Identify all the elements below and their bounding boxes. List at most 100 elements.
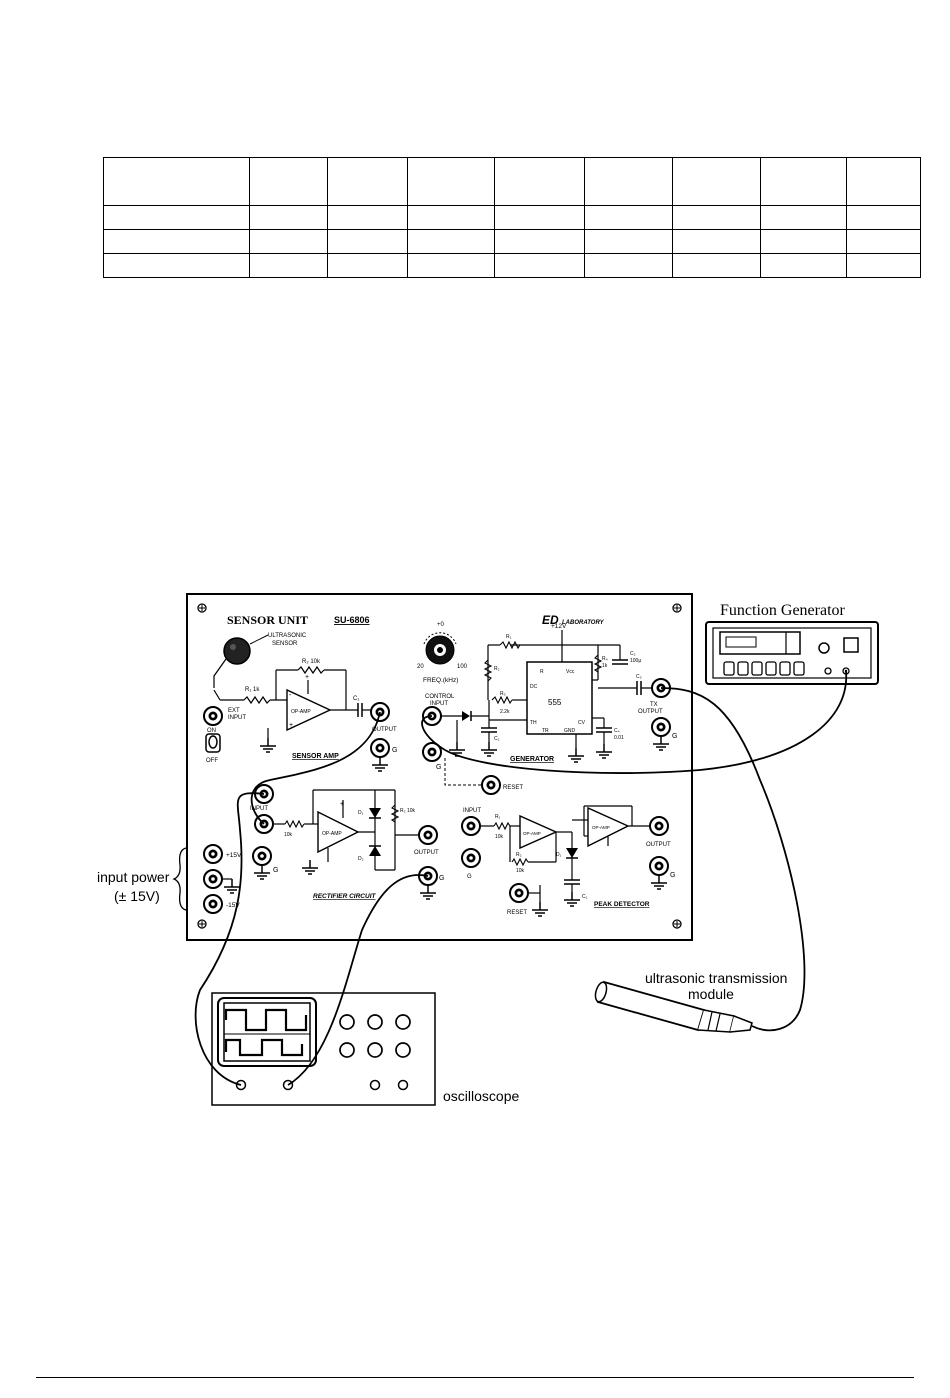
svg-text:RESET: RESET bbox=[507, 910, 527, 916]
svg-text:R₂ 10k: R₂ 10k bbox=[302, 659, 321, 665]
generator-reset-jack bbox=[481, 775, 501, 795]
sensor-unit-panel: SENSOR UNIT SU-6806 ED LABORATORY ULTRAS… bbox=[186, 593, 693, 941]
ext-input-jack bbox=[203, 706, 223, 726]
page-footer-rule bbox=[36, 1377, 914, 1378]
svg-text:OFF: OFF bbox=[206, 758, 218, 764]
svg-text:Vcc: Vcc bbox=[566, 669, 575, 675]
svg-text:GND: GND bbox=[564, 728, 576, 734]
peak-reset-jack bbox=[509, 883, 529, 903]
table-row bbox=[103, 157, 921, 206]
power-input-jacks: +15V -15V G bbox=[203, 844, 278, 914]
empty-data-table bbox=[103, 157, 921, 278]
ultrasonic-sensor: ULTRASONIC SENSOR bbox=[213, 633, 307, 688]
svg-text:D₁: D₁ bbox=[556, 852, 562, 858]
svg-text:TX: TX bbox=[650, 702, 658, 708]
svg-text:OUTPUT: OUTPUT bbox=[646, 842, 671, 848]
rectifier-circuit: INPUT 10k OP-AMP + D₁ D₂ R₂ 10k bbox=[250, 784, 444, 900]
peak-g-jack bbox=[461, 848, 481, 868]
svg-text:INPUT: INPUT bbox=[228, 715, 246, 721]
svg-text:C₁: C₁ bbox=[353, 696, 359, 702]
svg-text:OUTPUT: OUTPUT bbox=[414, 850, 439, 856]
svg-text:D₂: D₂ bbox=[358, 856, 364, 862]
svg-text:G: G bbox=[672, 733, 677, 740]
sensor-amp-circuit: R₁ 1k OP-AMP - + + R₂ 10k C₁ EXT INPUT bbox=[203, 659, 397, 772]
svg-text:10k: 10k bbox=[495, 834, 504, 840]
svg-text:OP-AMP: OP-AMP bbox=[291, 709, 311, 715]
svg-text:100: 100 bbox=[457, 664, 468, 670]
svg-text:D₁: D₁ bbox=[358, 810, 364, 816]
peak-detector-circuit: INPUT R₁ 10k OP-AMP R₂ 10k D₁ C₁ bbox=[461, 805, 675, 917]
generator-circuit: +0 20 100 FREQ.(kHz) +12V 555 R Vcc DC T… bbox=[417, 622, 677, 795]
peak-output-jack bbox=[649, 816, 669, 836]
tx-ground-jack bbox=[651, 717, 671, 737]
svg-text:C₂: C₂ bbox=[630, 651, 636, 657]
svg-text:OP-AMP: OP-AMP bbox=[322, 831, 342, 837]
ultrasonic-module-label-1: ultrasonic transmission bbox=[645, 970, 787, 986]
brand-logo: ED bbox=[542, 613, 559, 627]
panel-model: SU-6806 bbox=[334, 615, 370, 625]
rectifier-label: RECTIFIER CIRCUIT bbox=[313, 893, 377, 900]
svg-text:R₂: R₂ bbox=[494, 666, 500, 672]
svg-text:+12V: +12V bbox=[551, 623, 567, 630]
svg-text:0.01: 0.01 bbox=[614, 735, 624, 741]
svg-text:R₂: R₂ bbox=[516, 852, 522, 858]
sensor-amp-ground-jack bbox=[370, 738, 390, 758]
svg-text:+0: +0 bbox=[437, 622, 445, 628]
svg-text:555: 555 bbox=[548, 698, 562, 707]
function-generator-label: Function Generator bbox=[720, 602, 846, 619]
plus15v-jack bbox=[203, 844, 223, 864]
svg-text:C₃: C₃ bbox=[636, 674, 642, 680]
peak-input-jack bbox=[461, 816, 481, 836]
svg-text:INPUT: INPUT bbox=[250, 806, 268, 812]
svg-text:C₁: C₁ bbox=[494, 736, 500, 742]
power-g-jack bbox=[252, 846, 272, 866]
table-row bbox=[103, 253, 921, 278]
svg-text:-15V: -15V bbox=[226, 902, 240, 909]
peak-detector-label: PEAK DETECTOR bbox=[594, 901, 650, 908]
svg-text:RESET: RESET bbox=[503, 785, 523, 791]
svg-text:-: - bbox=[289, 692, 292, 699]
svg-text:2.2k: 2.2k bbox=[500, 709, 510, 715]
svg-text:R₂ 10k: R₂ 10k bbox=[400, 808, 416, 814]
oscilloscope: oscilloscope bbox=[211, 992, 519, 1106]
svg-text:R₃: R₃ bbox=[500, 691, 506, 697]
svg-text:10k: 10k bbox=[516, 868, 525, 874]
connection-cables bbox=[194, 670, 847, 1086]
svg-text:+: + bbox=[305, 674, 309, 681]
svg-text:G: G bbox=[670, 872, 675, 879]
power-switch: ON OFF bbox=[205, 728, 221, 764]
svg-text:INPUT: INPUT bbox=[463, 808, 481, 814]
svg-text:OUTPUT: OUTPUT bbox=[372, 727, 397, 733]
generator-label: GENERATOR bbox=[510, 756, 554, 763]
svg-text:R₄: R₄ bbox=[602, 656, 608, 662]
svg-text:+: + bbox=[289, 722, 293, 729]
svg-text:CV: CV bbox=[578, 720, 586, 726]
svg-text:+: + bbox=[340, 801, 344, 808]
svg-text:FREQ.(kHz): FREQ.(kHz) bbox=[423, 677, 458, 684]
svg-text:G: G bbox=[392, 747, 397, 754]
svg-text:INPUT: INPUT bbox=[430, 701, 448, 707]
svg-text:G: G bbox=[467, 874, 472, 880]
svg-text:DC: DC bbox=[530, 684, 538, 690]
svg-text:R: R bbox=[540, 669, 544, 675]
svg-text:G: G bbox=[273, 867, 278, 874]
svg-text:CONTROL: CONTROL bbox=[425, 694, 455, 700]
function-generator: Function Generator bbox=[705, 602, 879, 685]
svg-text:R₁: R₁ bbox=[495, 814, 501, 820]
svg-text:R₁ 1k: R₁ 1k bbox=[245, 687, 260, 693]
minus15v-jack bbox=[203, 894, 223, 914]
svg-text:10k: 10k bbox=[284, 832, 293, 838]
oscilloscope-label: oscilloscope bbox=[443, 1088, 519, 1104]
svg-text:20: 20 bbox=[417, 664, 424, 670]
svg-text:SENSOR: SENSOR bbox=[272, 641, 298, 647]
input-power-label-1: input power bbox=[97, 869, 170, 885]
sensor-amp-label: SENSOR AMP bbox=[292, 753, 339, 760]
svg-text:OP-AMP: OP-AMP bbox=[523, 831, 541, 836]
svg-text:TR: TR bbox=[542, 728, 549, 734]
peak-ground-jack bbox=[649, 856, 669, 876]
brand-sub: LABORATORY bbox=[562, 620, 605, 626]
ground-power-jack bbox=[203, 869, 223, 889]
panel-title: SENSOR UNIT bbox=[227, 613, 308, 627]
svg-text:EXT: EXT bbox=[228, 708, 240, 714]
